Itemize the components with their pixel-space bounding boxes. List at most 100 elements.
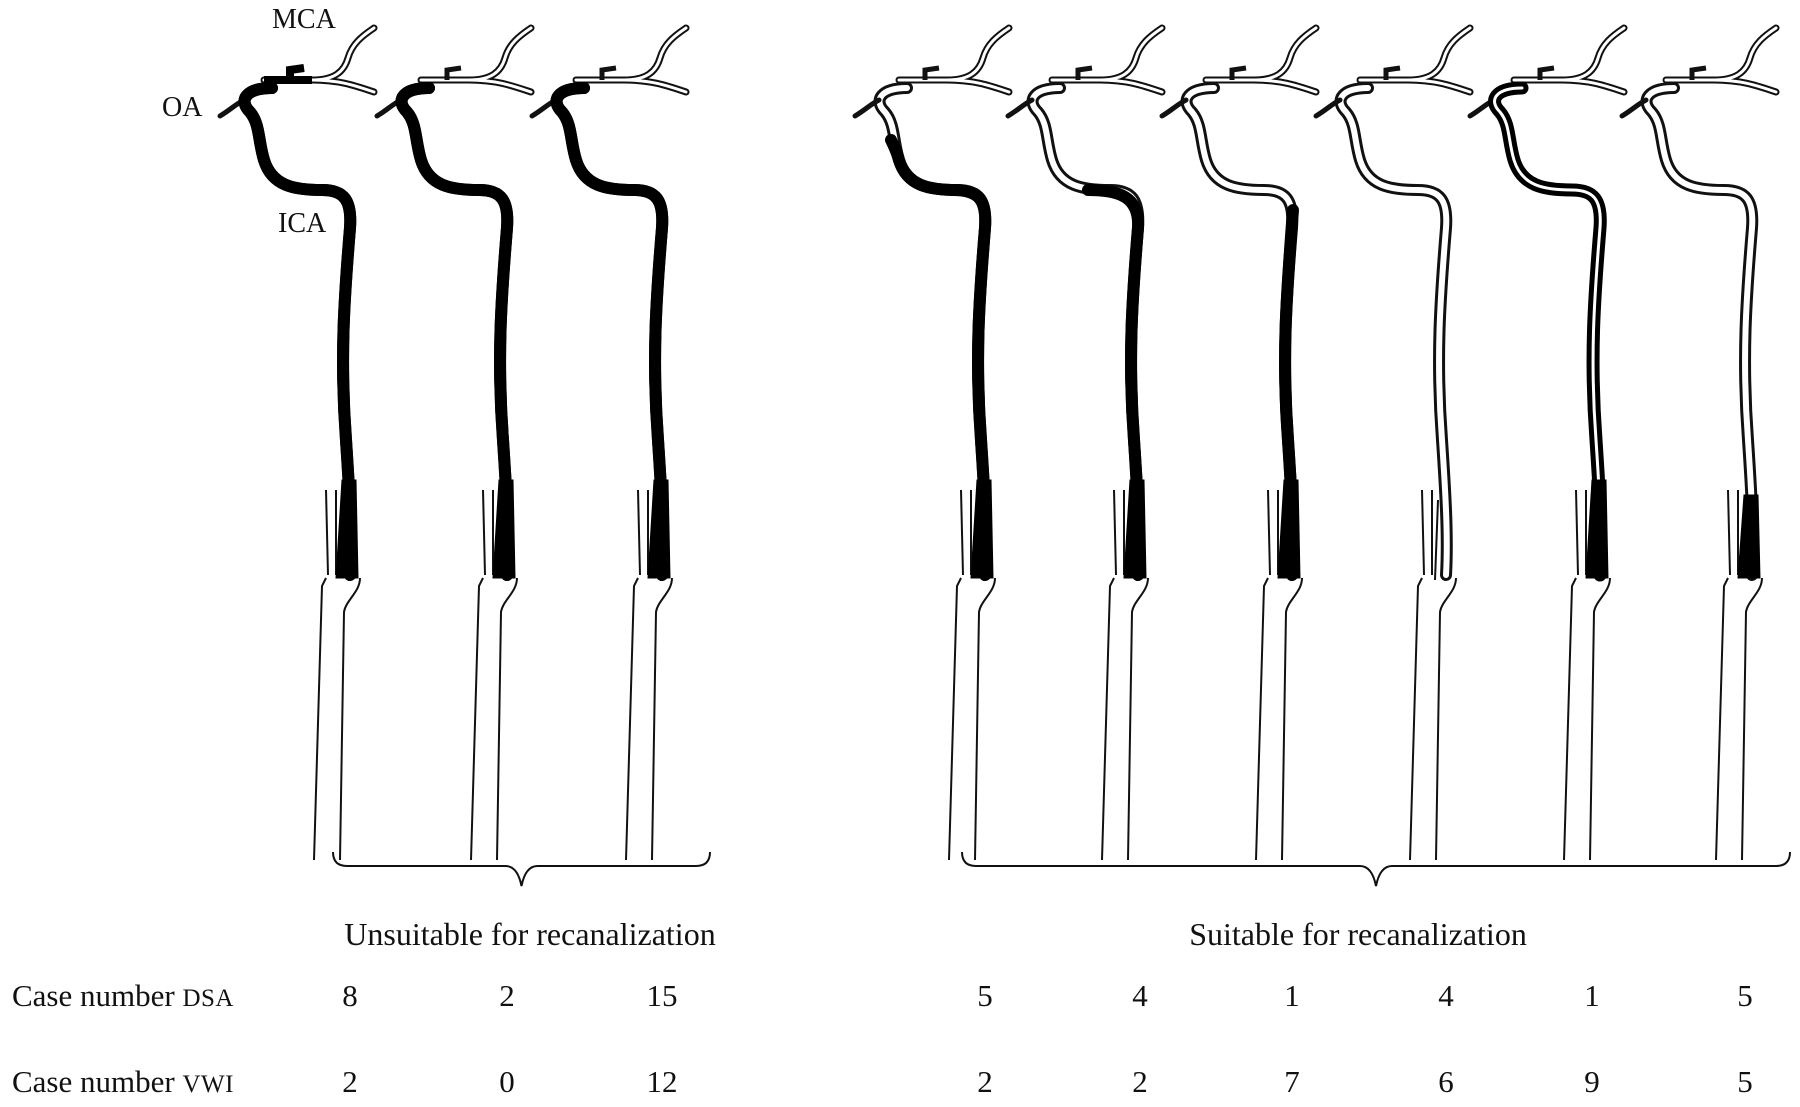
oa-branch <box>852 97 882 119</box>
row-label-dsa: Case number DSA <box>12 980 234 1011</box>
ica-wall <box>1026 82 1145 581</box>
brace-unsuitable <box>332 851 711 887</box>
vessel-case-9 <box>1619 24 1780 861</box>
count-dsa-case-9: 5 <box>1737 978 1753 1013</box>
row-label-suffix: VWI <box>182 1071 234 1098</box>
ica-origin-stump <box>1123 479 1147 579</box>
aca-branch <box>599 65 617 80</box>
mca-lumen <box>419 26 533 94</box>
mca-lumen <box>262 26 376 94</box>
mca-branch <box>1662 24 1780 96</box>
ica-origin-stump <box>335 479 359 579</box>
mca-lumen <box>897 26 1011 94</box>
mca-branch <box>1202 24 1320 96</box>
mca-branch <box>1356 24 1474 96</box>
cca-trunk <box>313 577 361 861</box>
mca-lumen <box>1050 26 1164 94</box>
eca-branch <box>325 489 337 576</box>
count-dsa-case-2: 2 <box>499 978 515 1013</box>
eca-branch <box>960 489 972 576</box>
brace-suitable <box>961 851 1791 887</box>
count-vwi-case-8: 9 <box>1584 1064 1600 1099</box>
mca-branch <box>1510 24 1628 96</box>
count-dsa-case-7: 4 <box>1438 978 1454 1013</box>
mca-label: MCA <box>272 4 336 35</box>
occlusion-segment <box>395 82 514 581</box>
eca-branch <box>482 489 494 576</box>
vessel-case-6 <box>1159 24 1320 861</box>
count-dsa-case-6: 1 <box>1284 978 1300 1013</box>
count-vwi-case-1: 2 <box>342 1064 358 1099</box>
occlusion-upper <box>885 134 963 196</box>
eca-branch <box>1267 489 1279 576</box>
aca-branch <box>1689 65 1707 80</box>
mca-lumen <box>1664 26 1778 94</box>
vessel-case-7 <box>1313 24 1474 861</box>
eca-branch <box>1113 489 1125 576</box>
oa-branch <box>1619 97 1649 119</box>
oa-label: OA <box>162 92 203 123</box>
mca-lumen <box>574 26 688 94</box>
count-vwi-case-7: 6 <box>1438 1064 1454 1099</box>
mca-branch <box>1048 24 1166 96</box>
thin-lumen-channel <box>1493 86 1603 577</box>
vessel-case-5 <box>1005 24 1166 861</box>
row-label-vwi: Case number VWI <box>12 1066 234 1097</box>
cca-trunk <box>1255 577 1303 861</box>
count-dsa-case-5: 4 <box>1132 978 1148 1013</box>
occlusion-segment <box>238 82 357 581</box>
aca-branch <box>444 65 462 80</box>
ica-origin-line <box>1434 499 1439 581</box>
ica-origin-stump <box>647 479 671 579</box>
eca-branch <box>1421 489 1433 576</box>
count-vwi-case-3: 12 <box>646 1064 678 1099</box>
group-title-suitable: Suitable for recanalization <box>1189 916 1527 952</box>
ica-origin-stump <box>1277 479 1301 579</box>
ica-lumen <box>1337 85 1450 578</box>
cca-trunk <box>470 577 518 861</box>
vessel-case-4 <box>852 24 1013 861</box>
vessel-case-2 <box>374 24 535 861</box>
eca-branch <box>637 489 649 576</box>
count-vwi-case-5: 2 <box>1132 1064 1148 1099</box>
count-vwi-case-6: 7 <box>1284 1064 1300 1099</box>
aca-branch <box>1229 65 1247 80</box>
ica-origin-stump <box>1585 479 1609 579</box>
oa-branch <box>1159 97 1189 119</box>
cca-trunk <box>948 577 996 861</box>
eca-branch <box>1727 489 1739 576</box>
oa-branch <box>1313 97 1343 119</box>
count-vwi-case-4: 2 <box>977 1064 993 1099</box>
vessel-case-8 <box>1467 24 1628 861</box>
ica-lumen <box>1643 85 1756 578</box>
count-dsa-case-1: 8 <box>342 978 358 1013</box>
cca-trunk <box>1409 577 1457 861</box>
mca-branch <box>895 24 1013 96</box>
row-label-text: Case number <box>12 978 175 1013</box>
aca-branch <box>922 65 940 80</box>
mca-lumen <box>1204 26 1318 94</box>
mca-branch <box>572 24 690 96</box>
aca-branch <box>1537 65 1555 80</box>
vessel-case-1 <box>217 24 378 861</box>
occlusion-segment <box>550 82 669 581</box>
ica-wall <box>1334 82 1453 581</box>
row-label-suffix: DSA <box>182 985 234 1012</box>
count-vwi-case-9: 5 <box>1737 1064 1753 1099</box>
count-dsa-case-4: 5 <box>977 978 993 1013</box>
ica-origin-stump <box>970 479 994 579</box>
cca-trunk <box>1563 577 1611 861</box>
ica-origin-stump <box>1737 494 1761 579</box>
count-dsa-case-8: 1 <box>1584 978 1600 1013</box>
count-dsa-case-3: 15 <box>646 978 678 1013</box>
ica-wall <box>1180 82 1299 581</box>
eca-branch <box>1575 489 1587 576</box>
ica-label: ICA <box>278 208 327 239</box>
row-label-text: Case number <box>12 1064 175 1099</box>
aca-branch <box>1383 65 1401 80</box>
mca-occlusion <box>264 64 312 84</box>
count-vwi-case-2: 0 <box>499 1064 515 1099</box>
group-title-unsuitable: Unsuitable for recanalization <box>344 916 716 952</box>
